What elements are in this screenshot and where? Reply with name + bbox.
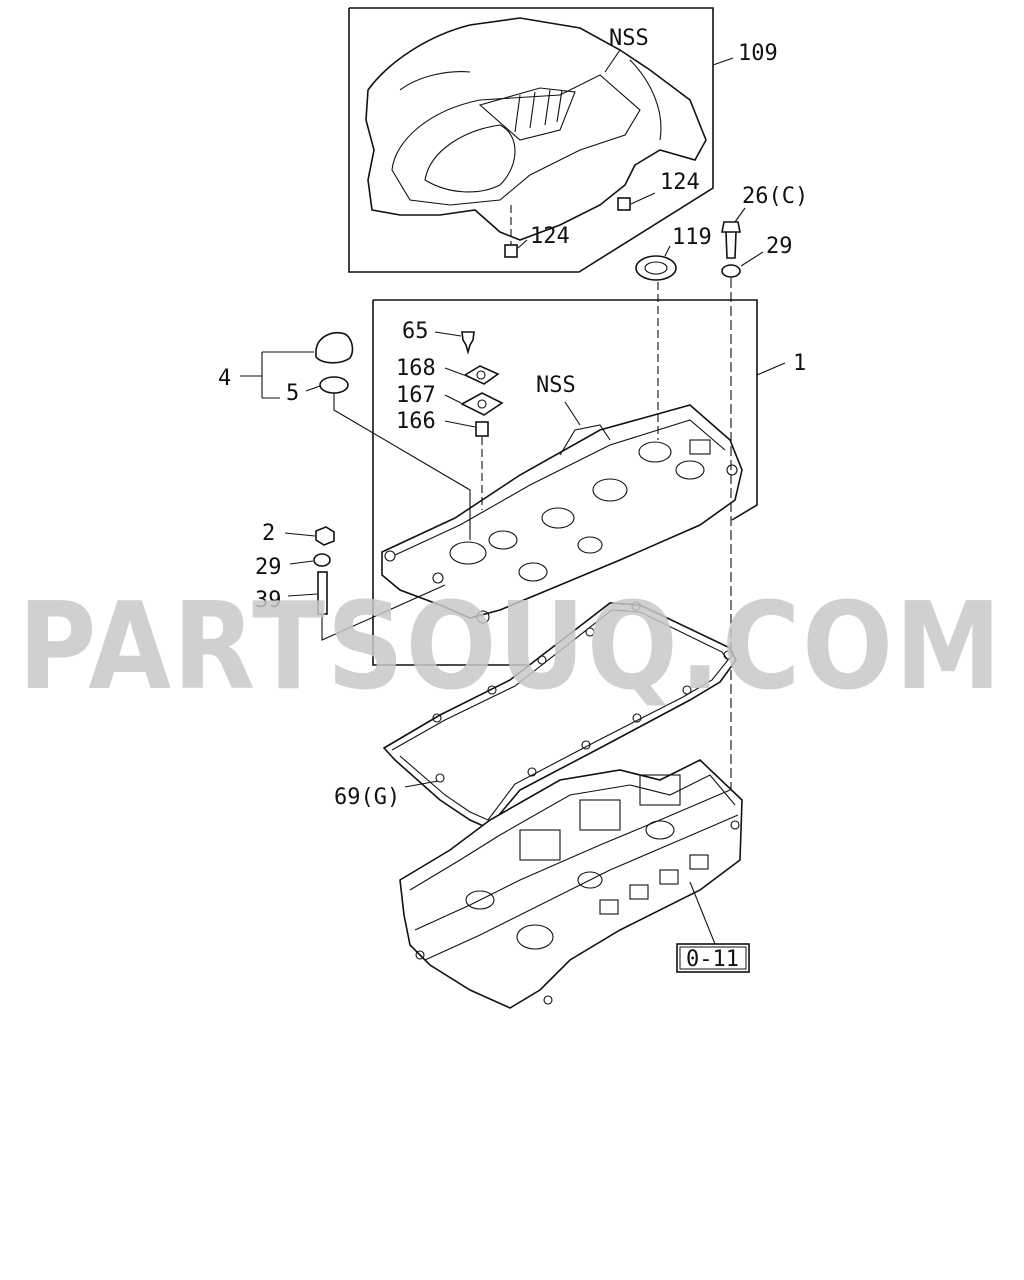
reference-box-label: 0-11 <box>686 947 739 972</box>
valve-cover-group <box>240 207 786 840</box>
valve-cover[interactable] <box>381 404 743 619</box>
callout-29-top[interactable]: 29 <box>766 234 793 259</box>
valve-cover-gasket[interactable] <box>382 602 737 829</box>
callout-nss-top: NSS <box>609 26 649 51</box>
cylinder-head-group <box>399 759 750 1009</box>
washer-29-left[interactable] <box>313 553 331 567</box>
callout-nss-mid: NSS <box>536 373 576 398</box>
callout-168[interactable]: 168 <box>396 356 436 381</box>
engine-cover-group <box>348 7 734 273</box>
callout-119[interactable]: 119 <box>672 225 712 250</box>
callout-labels: 109 NSS 124 124 26(C) 119 29 1 65 168 16… <box>218 26 808 972</box>
callout-29-left[interactable]: 29 <box>255 555 282 580</box>
nut-124-lower[interactable] <box>504 244 518 258</box>
engine-cover[interactable] <box>365 17 707 241</box>
callout-124-lower[interactable]: 124 <box>530 224 570 249</box>
callout-2[interactable]: 2 <box>262 521 275 546</box>
callout-109[interactable]: 109 <box>738 41 778 66</box>
nut-124-upper[interactable] <box>617 197 631 211</box>
callout-166[interactable]: 166 <box>396 409 436 434</box>
seal-167[interactable] <box>460 392 504 416</box>
callout-1[interactable]: 1 <box>793 351 806 376</box>
nut-2[interactable] <box>315 526 335 546</box>
callout-5[interactable]: 5 <box>286 381 299 406</box>
callout-65[interactable]: 65 <box>402 319 429 344</box>
screw-65[interactable] <box>461 331 475 355</box>
callout-124-upper[interactable]: 124 <box>660 170 700 195</box>
callout-39[interactable]: 39 <box>255 588 282 613</box>
callout-167[interactable]: 167 <box>396 383 436 408</box>
oil-filler-cap-4[interactable] <box>315 331 354 364</box>
plate-168[interactable] <box>463 365 500 385</box>
watermark: PARTSOUQ.COM <box>18 578 1003 717</box>
reference-box[interactable] <box>676 943 750 973</box>
washer-29-top[interactable] <box>721 264 741 278</box>
seal-119[interactable] <box>635 255 677 281</box>
callout-4[interactable]: 4 <box>218 366 231 391</box>
o-ring-5[interactable] <box>319 376 349 394</box>
bolt-26c[interactable] <box>721 221 741 259</box>
callout-26c[interactable]: 26(C) <box>742 184 808 209</box>
grommet-166[interactable] <box>475 421 489 437</box>
callout-69g[interactable]: 69(G) <box>334 785 400 810</box>
